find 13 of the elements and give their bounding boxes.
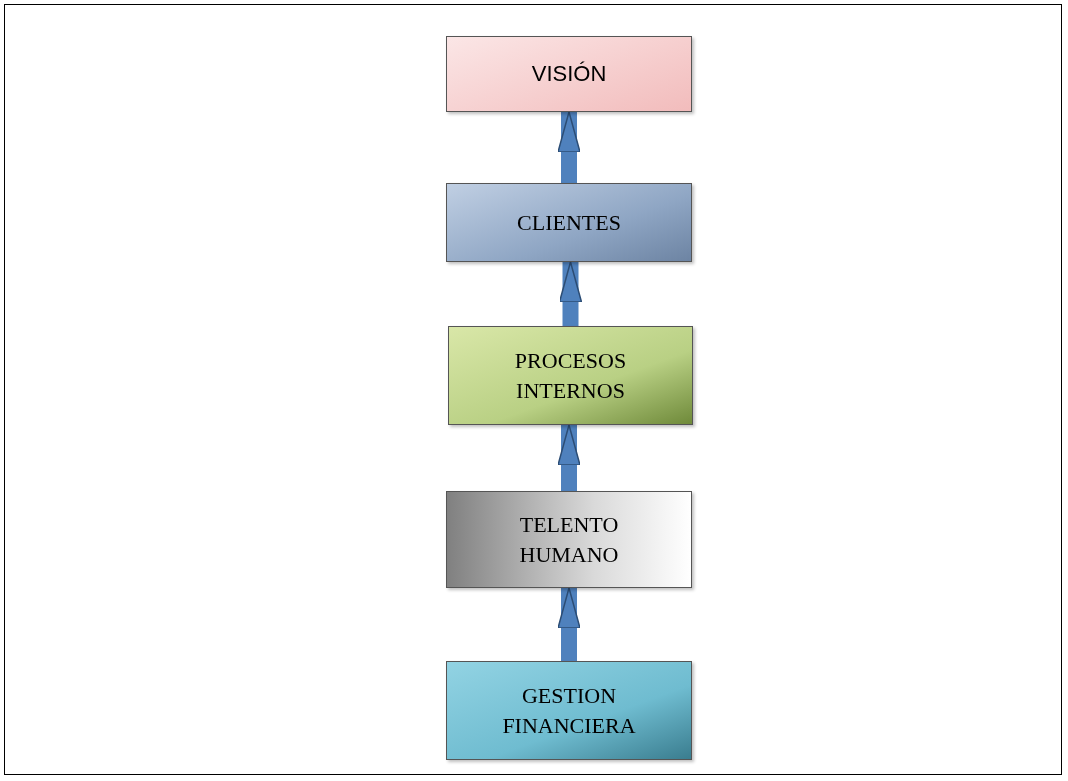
block-arrow xyxy=(557,424,581,491)
process-box xyxy=(446,491,692,588)
box-label: PROCESOS INTERNOS xyxy=(513,346,628,405)
block-arrow xyxy=(557,111,581,183)
block-arrow xyxy=(558,261,583,326)
box-label: VISIÓN xyxy=(530,60,608,88)
box-label: GESTION FINANCIERA xyxy=(501,681,637,740)
box-label: CLIENTES xyxy=(516,208,622,237)
process-box xyxy=(446,183,692,262)
process-box xyxy=(446,36,692,112)
process-box xyxy=(446,661,692,760)
box-label: TELENTO HUMANO xyxy=(518,510,620,569)
process-box xyxy=(448,326,693,425)
